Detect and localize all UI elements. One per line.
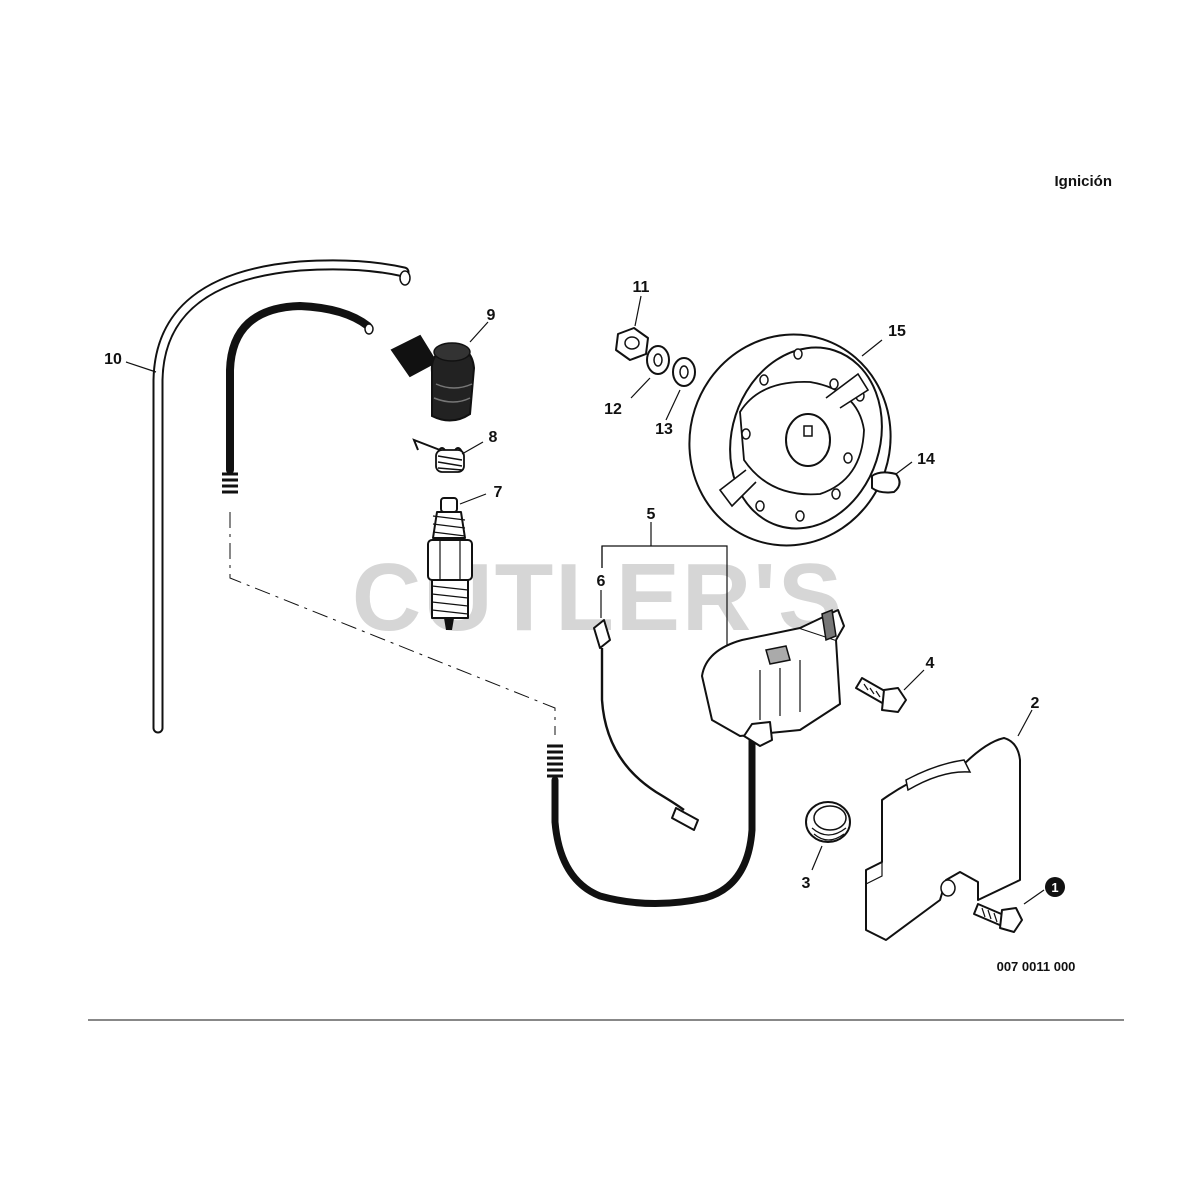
wire-routing-dashed-line: [229, 512, 556, 735]
part-3-grommet: [805, 801, 851, 843]
part-5-bracket: [601, 545, 728, 656]
part-14-key: [871, 471, 901, 494]
part-10-tube: [152, 259, 411, 734]
callout-7: 7: [494, 484, 503, 501]
part-11-nut: [615, 327, 649, 361]
screw-1: [973, 903, 1023, 933]
part-2-cover: [865, 737, 1021, 941]
callout-9: 9: [487, 307, 496, 324]
callout-2: 2: [1031, 695, 1040, 712]
part-13-washer: [672, 357, 696, 387]
ignition-lead-upper: [222, 301, 374, 494]
leader-lines: [125, 295, 1045, 905]
callout-11: 11: [633, 279, 650, 296]
callout-15: 15: [888, 323, 906, 340]
callout-4: 4: [926, 655, 935, 672]
callout-10: 10: [104, 351, 122, 368]
part-5-ignition-module: [701, 608, 845, 747]
callout-1: 1: [1051, 880, 1058, 895]
part-7-spark-plug: [427, 497, 473, 630]
callout-1-badge: 1: [1045, 877, 1065, 897]
drawing-number: 007 0011 000: [997, 959, 1076, 974]
callout-8: 8: [489, 429, 498, 446]
part-8-spring-clip: [412, 438, 465, 473]
part-4-screw: [855, 677, 907, 713]
callout-5: 5: [647, 506, 656, 523]
ignition-lead-lower: [547, 732, 756, 908]
callout-6: 6: [597, 573, 606, 590]
section-title: Ignición: [1055, 173, 1113, 190]
part-9-spark-plug-boot: [390, 334, 476, 422]
callout-3: 3: [802, 875, 811, 892]
callout-14: 14: [917, 451, 935, 468]
part-12-washer: [646, 345, 670, 375]
callout-13: 13: [655, 421, 673, 438]
part-15-flywheel: [688, 333, 892, 547]
callout-12: 12: [604, 401, 622, 418]
part-6-ground-wire: [593, 619, 699, 831]
